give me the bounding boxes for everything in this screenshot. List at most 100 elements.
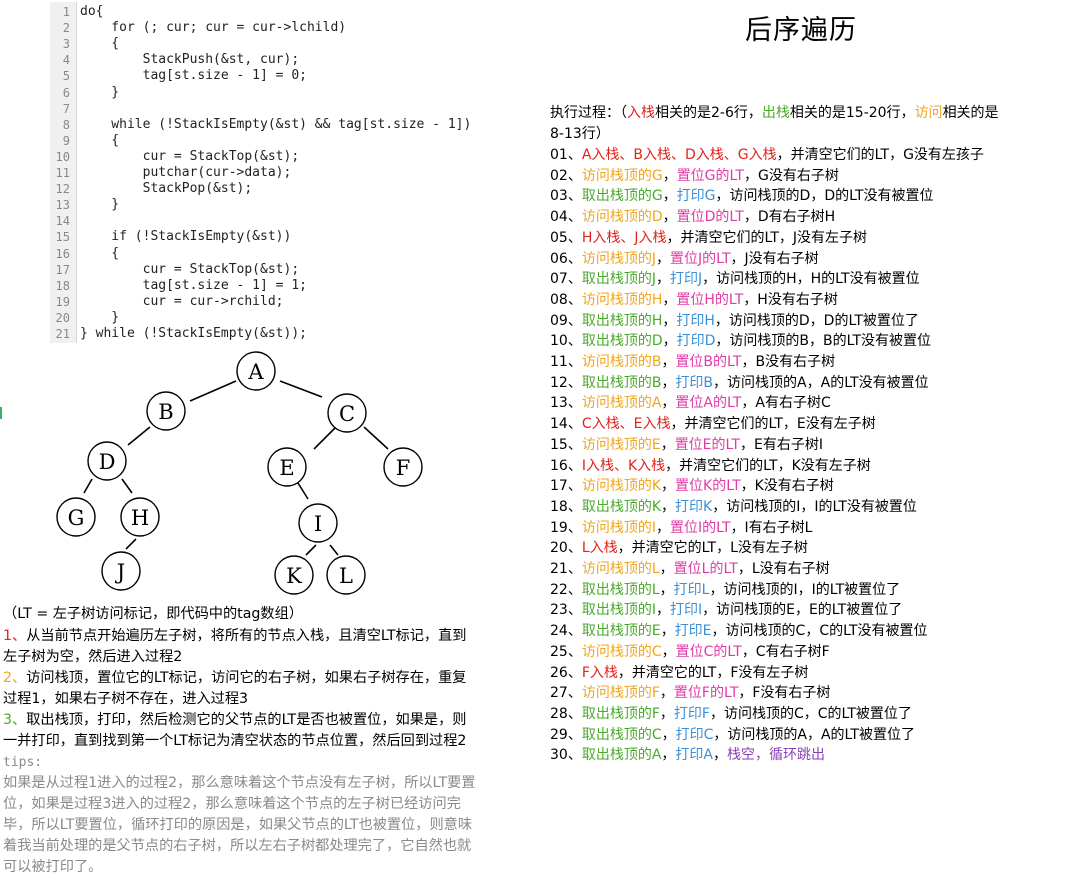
step-segment: A入栈、B入栈、D入栈、G入栈 [581,147,777,163]
step-segment: 栈空，循环跳出 [726,747,825,764]
lt-definition: （LT = 左子树访问标记，即代码中的tag数组） [3,606,303,622]
execution-step: 23、取出栈顶的I，打印I，访问栈顶的E，E的LT被置位了 [550,600,902,621]
tree-node-e [267,447,307,487]
step-segment: ，访问栈顶的C，C的LT被置位了 [709,705,912,722]
execution-header: 执行过程：（入栈相关的是2-6行，出栈相关的是15-20行，访问相关的是 [550,103,1060,124]
step-segment: ，访问栈顶的D，D的LT没有被置位 [715,188,934,205]
step-segment: 访问栈顶的K [581,478,662,495]
step-segment: ，并清空它们的LT，J没有左子树 [666,229,868,246]
step-segment: ，访问栈顶的B，B的LT没有被置位 [715,333,932,350]
step-segment: 打印A [675,747,713,764]
step-segment: 置位G的LT [676,167,744,184]
step-segment: 置位H的LT [676,291,744,308]
code-text: do{ [80,4,104,19]
step-segment: ，并清空它的LT，L没有左子树 [617,540,808,557]
tree-node-a [236,351,276,391]
process-3-text: 取出栈顶，打印，然后检测它的父节点的LT是否也被置位，如果是，则 [26,712,467,728]
step-segment: ， [655,271,670,288]
code-text: { [80,36,120,52]
step-segment: 打印G [676,188,716,205]
execution-step: 18、取出栈顶的K，打印K，访问栈顶的I，I的LT没有被置位 [550,497,917,518]
step-segment: 置位A的LT [675,395,742,412]
line-number: 3 [62,37,70,52]
step-segment: 取出栈顶的C [581,726,662,743]
tree-node-h [120,497,160,537]
line-number: 19 [55,294,70,309]
step-segment: 30、 [550,747,582,764]
code-text: } [80,197,120,213]
execution-step: 10、取出栈顶的D，打印D，访问栈顶的B，B的LT没有被置位 [550,331,931,352]
step-segment: 20、 [550,540,582,557]
step-segment: 置位K的LT [675,478,741,495]
step-segment: 04、 [550,209,582,226]
tree-label-h: H [131,506,149,530]
step-segment: 访问栈顶的L [581,561,660,577]
line-number-gutter [50,2,77,343]
step-segment: 访问栈顶的B [581,354,662,370]
step-segment: 访问栈顶的A [581,395,662,412]
process-3: 3、取出栈顶，打印，然后检测它的父节点的LT是否也被置位，如果是，则 [3,710,528,731]
process-3-cont: 一并打印，直到找到第一个LT标记为清空状态的节点位置，然后回到过程2 [3,733,467,749]
step-segment: 18、 [550,498,582,515]
step-segment: 29、 [550,726,582,743]
execution-step: 02、访问栈顶的G，置位G的LT，G没有右子树 [550,166,839,187]
execution-step: 25、访问栈顶的C，置位C的LT，C有右子树F [550,642,830,663]
step-segment: 取出栈顶的I [581,602,656,619]
tips-label: tips: [3,755,43,770]
exec-text: 相关的是2-6行， [655,105,762,121]
line-number: 18 [55,278,70,293]
step-segment: 置位J的LT [669,250,731,267]
step-segment: ，访问栈顶的A，A的LT没有被置位 [713,374,929,391]
process-1: 1、从当前节点开始遍历左子树，将所有的节点入栈，且清空LT标记，直到 [3,626,528,647]
code-text: tag[st.size - 1] = 1; [80,277,307,293]
step-segment: 打印E [674,623,712,640]
step-segment: 27、 [550,685,582,702]
tree-label-k: K [286,564,302,588]
step-segment: ， [662,167,677,184]
step-segment: ， [662,209,677,226]
step-segment: ， [659,705,674,722]
tips-line: 如果是从过程1进入的过程2，那么意味着这个节点没有左子树，所以LT要置 [3,775,476,791]
step-segment: 取出栈顶的A [581,747,662,764]
execution-step: 26、F入栈，并清空它的LT，F没有左子树 [550,663,808,684]
execution-step: 17、访问栈顶的K，置位K的LT，K没有右子树 [550,476,834,497]
step-segment: 21、 [550,561,582,577]
step-segment: ， [662,291,677,308]
step-segment: ，J没有右子树 [730,250,819,267]
step-segment: 访问栈顶的G [581,167,663,184]
execution-step: 20、L入栈，并清空它的LT，L没有左子树 [550,538,808,559]
step-segment: ，A有右子树C [741,395,831,412]
step-segment: ，I有右子树L [730,519,813,536]
line-number: 7 [62,101,70,116]
step-segment: 打印L [673,581,710,598]
step-segment: ，并清空它们的LT，K没有左子树 [665,457,871,474]
step-segment: 取出栈顶的J [581,271,656,288]
step-segment: 13、 [550,395,582,412]
step-segment: 03、 [550,188,582,205]
step-segment: ， [655,519,670,536]
step-segment: H入栈、J入栈 [581,229,667,246]
step-segment: 19、 [550,519,582,536]
line-number: 20 [55,310,70,325]
step-segment: ，并清空它们的LT，E没有左子树 [670,416,876,433]
tree-label-b: B [158,400,173,424]
code-text: while (!StackIsEmpty(&st) && tag[st.size… [80,116,472,132]
step-segment: 01、 [550,147,582,163]
step-segment: ，L没有右子树 [737,561,830,577]
step-segment: ，K没有右子树 [740,478,834,495]
step-segment: ， [655,250,670,267]
step-segment: ，访问栈顶的C，C的LT没有被置位 [711,623,928,640]
tips-line: 毕，所以LT要置位，循环打印的原因是，如果父节点的LT也被置位，则意味 [3,817,473,833]
step-segment: ， [660,436,675,453]
step-segment: 打印F [673,705,710,722]
step-segment: ， [661,354,676,370]
code-text: } while (!StackIsEmpty(&st)); [80,326,307,341]
step-segment: ，访问栈顶的E，E的LT被置位了 [702,602,903,619]
step-segment: 打印J [669,271,703,288]
step-segment: 取出栈顶的L [581,581,660,598]
tree-label-e: E [279,456,294,480]
step-segment: ，访问栈顶的I，I的LT没有被置位 [712,498,917,515]
line-number: 8 [62,117,70,132]
execution-step: 21、访问栈顶的L，置位L的LT，L没有右子树 [550,559,830,580]
